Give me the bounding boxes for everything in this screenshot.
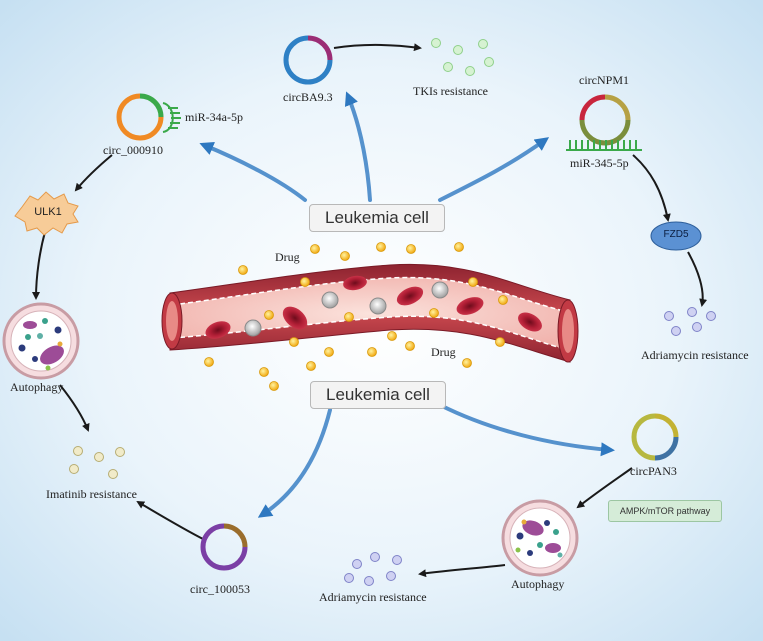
- fzd5-label: FZD5: [663, 229, 689, 240]
- drug-dots: [204, 242, 508, 391]
- arrow-autophagy-to-imatinib: [59, 384, 90, 432]
- red-blood-cells: [205, 275, 542, 339]
- imatinib-dots: [69, 446, 125, 479]
- arrow-mir345-to-fzd5: [632, 154, 671, 222]
- vessel-lumen: [172, 277, 568, 350]
- mir345-comb: [566, 140, 642, 151]
- white-blood-cells: [244, 281, 449, 337]
- autophagy-cell-left: [2, 302, 80, 380]
- imatinib-resistance-label: Imatinib resistance: [46, 487, 137, 501]
- arrow-ulk1-to-autophagy: [32, 231, 46, 300]
- ampk-mtor-pathway-box: AMPK/mTOR pathway: [608, 500, 722, 522]
- arrow-to-circnpm1: [438, 137, 550, 202]
- autophagy-right-label: Autophagy: [511, 577, 565, 591]
- blue-arrows: [199, 91, 615, 518]
- tki-dots: [431, 38, 494, 76]
- vessel-inner-edge-bottom: [171, 315, 569, 351]
- arrow-circba93-to-tki: [333, 43, 422, 52]
- circnpm1-label: circNPM1: [579, 73, 629, 87]
- vessel-inner-edge-top: [171, 276, 569, 313]
- circ100053-label: circ_100053: [190, 582, 250, 596]
- adriamycin-resistance-bottom-label: Adriamycin resistance: [319, 590, 427, 604]
- arrow-fzd5-to-adriamycin: [687, 251, 708, 307]
- leukemia-cell-bottom-label: Leukemia cell: [310, 381, 446, 409]
- autophagy-cell-right: [501, 499, 579, 577]
- circba93-label: circBA9.3: [283, 90, 333, 104]
- circ000910-ring: [116, 93, 164, 141]
- arrow-circ100053-to-imatinib: [136, 500, 206, 541]
- adriamycin-resistance-right-label: Adriamycin resistance: [641, 348, 749, 362]
- arrow-circ000910-to-ulk1: [74, 154, 113, 192]
- blood-vessel: [161, 263, 579, 363]
- leukemia-cell-top-label: Leukemia cell: [309, 204, 445, 232]
- mir345-label: miR-345-5p: [570, 156, 629, 170]
- autophagy-left-label: Autophagy: [10, 380, 64, 394]
- ulk1-label: ULK1: [34, 206, 62, 218]
- arrow-autophagy-to-adriamycin: [418, 564, 506, 578]
- arrow-to-circ000910: [199, 142, 307, 202]
- tki-resistance-label: TKIs resistance: [413, 84, 488, 98]
- drug-label-right: Drug: [431, 345, 456, 359]
- circpan3-label: circPAN3: [630, 464, 677, 478]
- arrow-circpan3-to-autophagy: [576, 467, 633, 509]
- circ100053-ring: [200, 523, 248, 571]
- mir34a-label: miR-34a-5p: [185, 110, 243, 124]
- black-arrows: [32, 43, 708, 578]
- drug-label-left: Drug: [275, 250, 300, 264]
- ulk1-shape: [14, 191, 79, 236]
- circba93-ring: [283, 35, 333, 85]
- circ000910-label: circ_000910: [103, 143, 163, 157]
- adriamycin-right-dots: [664, 307, 716, 336]
- mir34a-comb: [162, 102, 181, 133]
- fzd5-shape: [650, 221, 702, 251]
- circpan3-ring: [631, 413, 679, 461]
- arrow-to-circ100053: [257, 408, 332, 518]
- adriamycin-bottom-dots: [344, 552, 402, 586]
- arrow-to-circpan3: [438, 403, 615, 457]
- arrow-to-circba93: [344, 91, 372, 202]
